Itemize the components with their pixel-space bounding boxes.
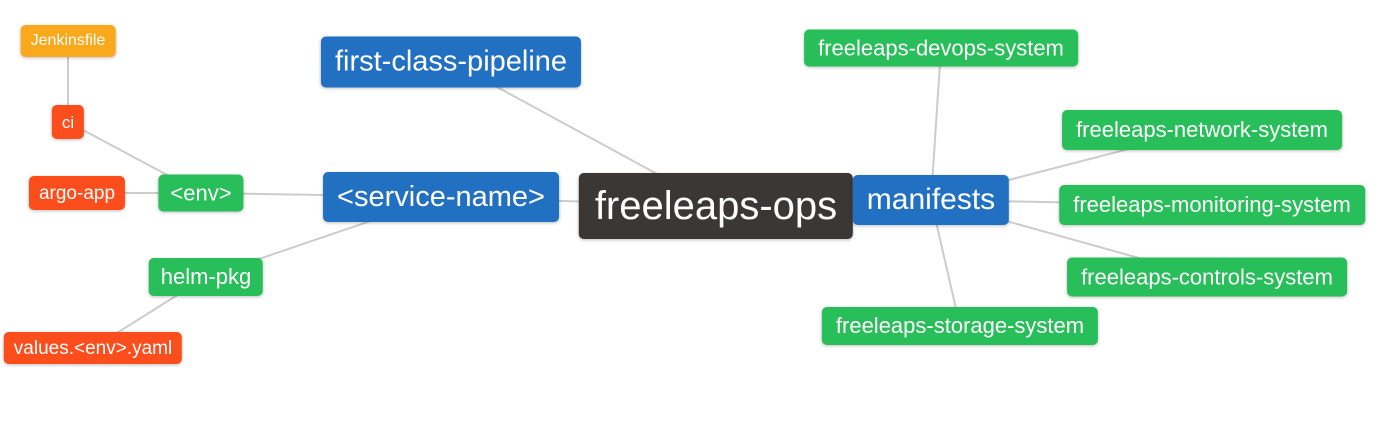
node-freeleaps-monitoring-system[interactable]: freeleaps-monitoring-system bbox=[1059, 185, 1365, 225]
node-freeleaps-devops-system[interactable]: freeleaps-devops-system bbox=[804, 29, 1078, 67]
node-env[interactable]: <env> bbox=[158, 174, 244, 212]
node-argo-app[interactable]: argo-app bbox=[28, 176, 126, 210]
node-values-env-yaml[interactable]: values.<env>.yaml bbox=[3, 332, 183, 364]
node-freeleaps-controls-system[interactable]: freeleaps-controls-system bbox=[1067, 257, 1347, 297]
node-ci[interactable]: ci bbox=[51, 105, 85, 139]
node-manifests[interactable]: manifests bbox=[852, 175, 1010, 225]
node-service-name[interactable]: <service-name> bbox=[323, 172, 559, 222]
node-jenkinsfile[interactable]: Jenkinsfile bbox=[20, 25, 116, 57]
node-freeleaps-network-system[interactable]: freeleaps-network-system bbox=[1062, 110, 1342, 150]
node-freeleaps-ops[interactable]: freeleaps-ops bbox=[578, 173, 854, 239]
node-freeleaps-storage-system[interactable]: freeleaps-storage-system bbox=[821, 307, 1099, 345]
node-first-class-pipeline[interactable]: first-class-pipeline bbox=[320, 36, 582, 88]
node-helm-pkg[interactable]: helm-pkg bbox=[148, 258, 264, 296]
edge-manifests-freeleaps-devops-system bbox=[930, 47, 942, 201]
